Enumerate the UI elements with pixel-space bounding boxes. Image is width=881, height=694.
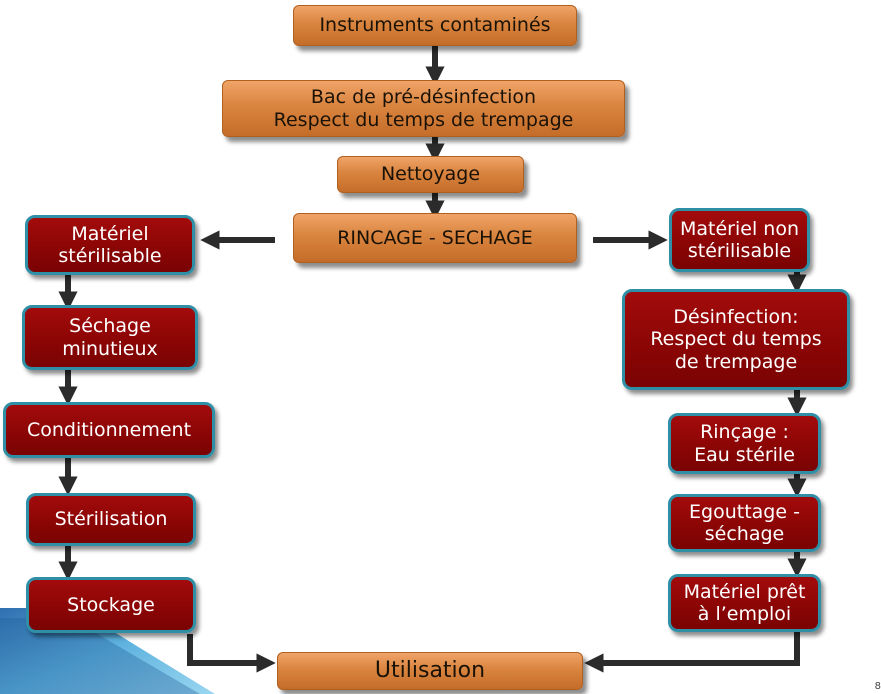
box-bac-pre-desinfection: Bac de pré-désinfection Respect du temps… [222, 80, 625, 137]
arrow-stockage-utilisation [187, 634, 276, 673]
box-desinfection: Désinfection: Respect du temps de trempa… [622, 289, 850, 390]
box-egouttage-sechage: Egouttage - séchage [668, 494, 821, 552]
box-materiel-non-sterilisable: Matériel non stérilisable [669, 208, 810, 272]
box-utilisation: Utilisation [277, 652, 583, 690]
box-rincage-eau-sterile: Rinçage : Eau stérile [668, 413, 821, 474]
box-sechage-minutieux: Séchage minutieux [22, 305, 198, 370]
box-nettoyage: Nettoyage [337, 156, 524, 193]
arrow-pret-utilisation [584, 632, 800, 673]
box-materiel-pret: Matériel prêt à l’emploi [668, 574, 821, 632]
box-rincage-sechage: RINCAGE - SECHAGE [293, 213, 577, 263]
box-stockage: Stockage [26, 577, 196, 633]
box-conditionnement: Conditionnement [3, 402, 215, 458]
page-number-fragment: 8 [874, 681, 881, 692]
box-materiel-sterilisable: Matériel stérilisable [25, 215, 195, 275]
box-sterilisation: Stérilisation [26, 493, 196, 546]
box-instruments-contamines: Instruments contaminés [293, 5, 577, 46]
